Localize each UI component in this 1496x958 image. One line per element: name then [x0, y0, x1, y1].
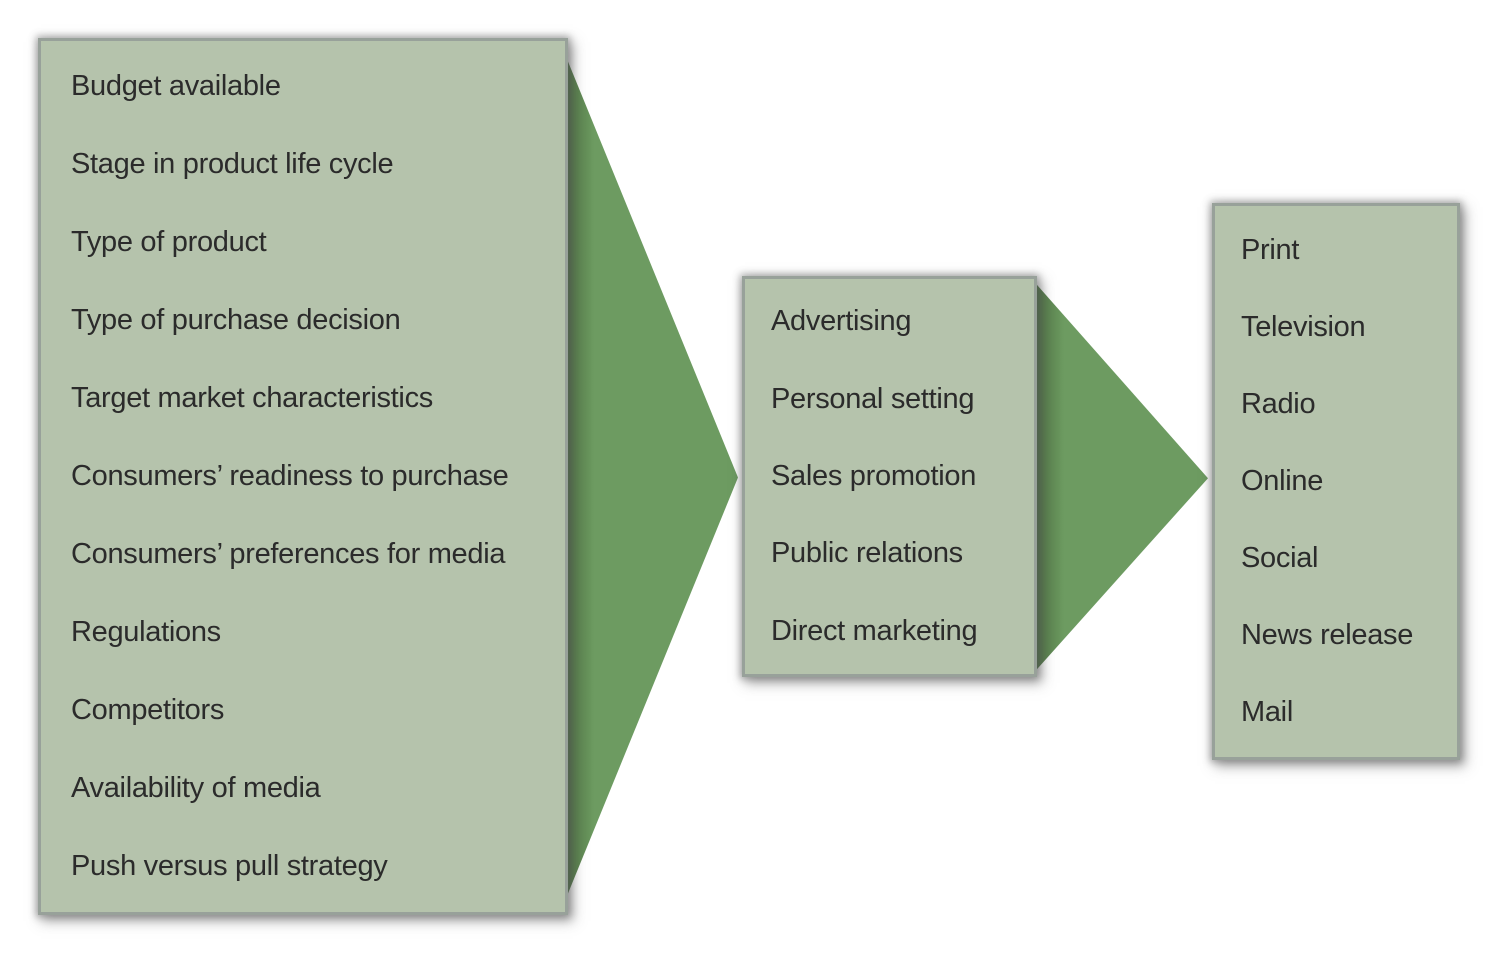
list-item: Direct marketing — [771, 614, 978, 647]
list-item: Print — [1241, 234, 1300, 266]
list-item: Consumers’ readiness to purchase — [71, 459, 509, 492]
list-item: Competitors — [71, 694, 225, 727]
list-item: Public relations — [771, 537, 963, 570]
list-item: Online — [1241, 465, 1324, 497]
list-item: Stage in product life cycle — [71, 147, 394, 180]
list-item: Radio — [1241, 388, 1316, 420]
list-item: Availability of media — [71, 772, 321, 805]
list-item: Target market characteristics — [71, 381, 433, 414]
list-item: Social — [1241, 542, 1319, 574]
list-item: Type of product — [71, 225, 267, 258]
list-item: Personal setting — [771, 382, 975, 415]
list-item: Budget available — [71, 69, 281, 102]
list-item: News release — [1241, 619, 1414, 651]
flow-arrow-icon — [560, 42, 738, 913]
list-item: Push versus pull strategy — [71, 850, 388, 883]
list-item: Consumers’ preferences for media — [71, 538, 506, 570]
list-item: Television — [1241, 311, 1366, 343]
flow-arrow-icon — [1030, 277, 1208, 677]
list-item: Advertising — [771, 305, 912, 338]
list-item: Type of purchase decision — [71, 303, 401, 336]
list-item: Regulations — [71, 616, 221, 649]
list-item: Mail — [1241, 696, 1293, 728]
list-item: Sales promotion — [771, 459, 977, 492]
